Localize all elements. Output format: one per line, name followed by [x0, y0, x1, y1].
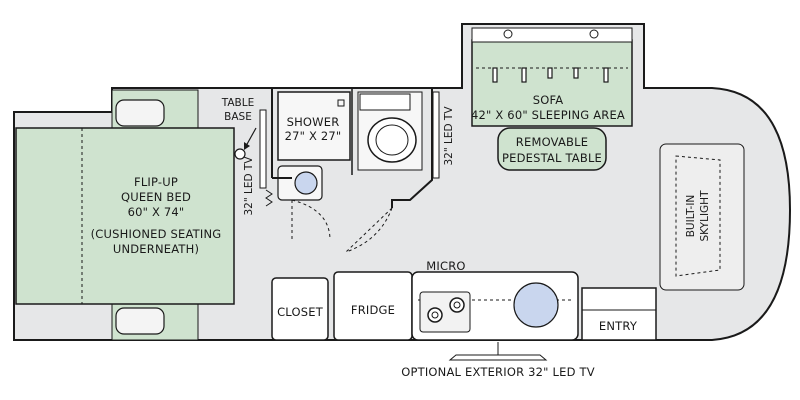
exterior-tv-icon [448, 354, 548, 361]
toilet-tank [359, 93, 411, 111]
pedestal-table [497, 127, 607, 171]
bath-sink-icon [294, 171, 318, 195]
shower-drain [337, 99, 345, 107]
micro-label: MICRO [426, 259, 465, 273]
table-base-label-1: TABLE [221, 97, 254, 109]
sofa-light-left [503, 29, 513, 39]
stove [419, 291, 471, 333]
sofa-label-1: SOFA [533, 93, 564, 107]
shower-label-1: SHOWER [287, 115, 340, 129]
sofa-back [471, 27, 633, 43]
table-label-1: REMOVABLE [516, 135, 588, 149]
bath-wall [271, 87, 433, 208]
bed-label-4: (CUSHIONED SEATING [91, 227, 222, 241]
bed-label-1: FLIP-UP [134, 175, 178, 189]
cab-console [659, 143, 745, 291]
sofa-seatbelts [492, 67, 609, 83]
sofa [471, 39, 633, 127]
sofa-label-2: 42" X 60" SLEEPING AREA [471, 108, 625, 122]
table-base-arrowhead [244, 142, 250, 150]
tv-center-unit [432, 91, 440, 179]
closet-label: CLOSET [277, 305, 324, 319]
pillow-top [115, 99, 165, 127]
skylight-label-2: SKYLIGHT [699, 190, 711, 242]
pillow-bottom [115, 307, 165, 335]
burner-left-inner [431, 311, 439, 319]
tv-center-label: 32" LED TV [443, 106, 455, 166]
closet [271, 277, 329, 341]
burner-right-icon [449, 297, 465, 313]
queen-bed [15, 127, 235, 305]
tv-left-unit [259, 109, 267, 189]
table-base-label-2: BASE [224, 111, 252, 123]
fridge-label: FRIDGE [351, 303, 395, 317]
table-base-arrow [245, 127, 257, 147]
burner-right-inner [453, 301, 461, 309]
tv-left-arm [265, 189, 273, 207]
burner-left-icon [427, 307, 443, 323]
toilet-door-swing [345, 207, 393, 253]
galley-sink-icon [513, 282, 559, 328]
table-base-icon [234, 148, 246, 160]
exterior-tv-label: OPTIONAL EXTERIOR 32" LED TV [401, 365, 595, 379]
skylight-label-1: BUILT-IN [685, 195, 697, 238]
entry-label: ENTRY [599, 319, 638, 333]
bed-label-5: UNDERNEATH) [113, 242, 199, 256]
table-label-2: PEDESTAL TABLE [502, 151, 602, 165]
entry-step [581, 287, 657, 341]
bath-door-swing [291, 199, 331, 241]
toilet-seat [375, 124, 409, 156]
bed-label-3: 60" X 74" [128, 205, 185, 219]
bed-label-2: QUEEN BED [121, 190, 191, 204]
shower-label-2: 27" X 27" [285, 129, 342, 143]
tv-left-label: 32" LED TV [243, 156, 255, 216]
sofa-light-right [589, 29, 599, 39]
